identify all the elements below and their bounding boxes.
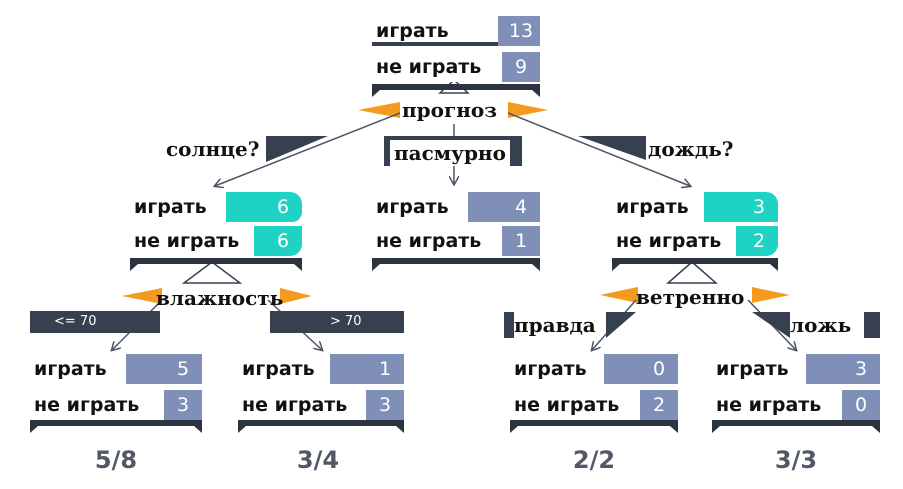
branch-wind-true-bar <box>504 312 514 338</box>
rainy-play-count: 3 <box>752 196 766 218</box>
rainy-noplay-count: 2 <box>752 230 766 252</box>
leaf-humidity-low-node: играть 5 не играть 3 <box>30 352 202 433</box>
wind-split-arrow-right <box>752 287 790 303</box>
leaf-humidity-low-noplay-label: не играть <box>30 390 164 420</box>
sunny-play-label: играть <box>130 192 226 222</box>
leaf-wind-false-play-label: играть <box>712 354 806 384</box>
leaf-wind-false-node: играть 3 не играть 0 <box>712 352 880 433</box>
overcast-noplay-count: 1 <box>502 226 540 256</box>
wind-split-arrow-left <box>600 287 638 303</box>
leaf-wind-true-noplay-label: не играть <box>510 390 640 420</box>
branch-rainy-label: дождь? <box>648 137 734 161</box>
leaf-wind-false-noplay-count: 0 <box>842 390 880 420</box>
root-split-arrow-left <box>358 102 400 118</box>
humidity-split-arrow-right <box>280 288 312 304</box>
rainy-noplay-label: не играть <box>612 226 736 256</box>
branch-rainy-wedge <box>578 136 646 160</box>
rainy-play-label: играть <box>612 192 704 222</box>
leaf-humidity-low-play-count: 5 <box>164 354 202 384</box>
root-node: играть 13 не играть 9 <box>372 14 540 97</box>
branch-overcast-bar: пасмурно <box>384 136 522 166</box>
rainy-node: играть 3 не играть 2 <box>612 188 778 271</box>
branch-humidity-high-label: > 70 <box>330 314 362 329</box>
edge-root-rainy <box>507 112 690 186</box>
root-noplay-label: не играть <box>372 52 498 82</box>
wind-split-notch <box>666 261 718 284</box>
branch-humidity-high-bar: > 70 <box>270 311 404 333</box>
root-play-label: играть <box>372 16 498 46</box>
leaf-humidity-high-node: играть 1 не играть 3 <box>238 352 404 433</box>
leaf-wind-false-play-count: 3 <box>842 354 880 384</box>
leaf-wind-true-noplay-count: 2 <box>640 390 678 420</box>
leaf-wind-false-score: 3/3 <box>774 446 818 474</box>
branch-wind-true-wedge <box>606 312 636 338</box>
overcast-noplay-label: не играть <box>372 226 502 256</box>
leaf-humidity-low-score: 5/8 <box>94 446 138 474</box>
overcast-play-label: играть <box>372 192 468 222</box>
sunny-play-count: 6 <box>276 196 290 218</box>
branch-wind-false-label: ложь <box>790 313 852 337</box>
humidity-split-notch <box>181 261 243 284</box>
root-noplay-count: 9 <box>502 52 540 82</box>
leaf-humidity-high-play-label: играть <box>238 354 330 384</box>
branch-humidity-low-label: <= 70 <box>54 314 97 329</box>
root-split-label: прогноз <box>402 98 497 122</box>
leaf-wind-true-play-count: 0 <box>640 354 678 384</box>
branch-wind-false-bar <box>864 312 880 338</box>
branch-sunny-wedge <box>266 136 328 162</box>
leaf-humidity-low-noplay-count: 3 <box>164 390 202 420</box>
leaf-wind-true-node: играть 0 не играть 2 <box>510 352 678 433</box>
leaf-humidity-low-play-label: играть <box>30 354 126 384</box>
leaf-humidity-high-noplay-label: не играть <box>238 390 366 420</box>
sunny-noplay-label: не играть <box>130 226 254 256</box>
edge-root-sunny <box>215 112 401 186</box>
sunny-noplay-count: 6 <box>276 230 290 252</box>
leaf-wind-false-noplay-label: не играть <box>712 390 842 420</box>
leaf-wind-true-play-label: играть <box>510 354 604 384</box>
branch-wind-false-wedge <box>752 312 790 338</box>
rainy-split-label: ветренно <box>636 285 745 309</box>
branch-wind-true-label: правда <box>514 313 596 337</box>
root-play-count: 13 <box>502 16 540 46</box>
leaf-humidity-high-noplay-count: 3 <box>366 390 404 420</box>
overcast-play-count: 4 <box>502 192 540 222</box>
leaf-humidity-high-play-count: 1 <box>366 354 404 384</box>
leaf-wind-true-score: 2/2 <box>572 446 616 474</box>
leaf-humidity-high-score: 3/4 <box>296 446 340 474</box>
sunny-split-label: влажность <box>156 286 284 310</box>
humidity-split-arrow-left <box>122 288 162 304</box>
root-split-arrow-right <box>508 102 548 118</box>
branch-sunny-label: солнце? <box>166 137 260 161</box>
sunny-node: играть 6 не играть 6 <box>130 188 302 271</box>
overcast-node: играть 4 не играть 1 <box>372 188 540 271</box>
branch-humidity-low-bar: <= 70 <box>30 311 160 333</box>
branch-overcast-label: пасмурно <box>390 140 510 166</box>
